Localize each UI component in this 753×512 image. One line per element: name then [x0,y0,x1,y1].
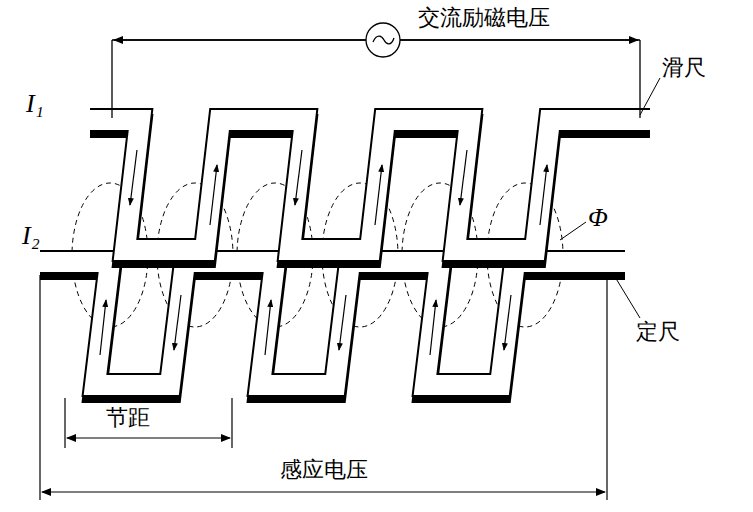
leader-lines [560,78,660,318]
voltage-label: 交流励磁电压 [418,6,550,30]
current-label: I₂ [22,222,40,251]
voltage-label: 感应电压 [278,458,370,482]
ac-source [112,23,640,118]
flux-symbol: Φ [588,204,608,233]
slider-winding [90,120,650,256]
dimension-label: 节距 [104,406,152,430]
scale-winding [40,262,625,391]
part-name: 滑尺 [662,56,706,80]
current-arrows [100,150,547,355]
part-name: 定尺 [636,320,680,344]
dimension-lines [40,275,607,500]
current-label: I₁ [26,90,44,119]
